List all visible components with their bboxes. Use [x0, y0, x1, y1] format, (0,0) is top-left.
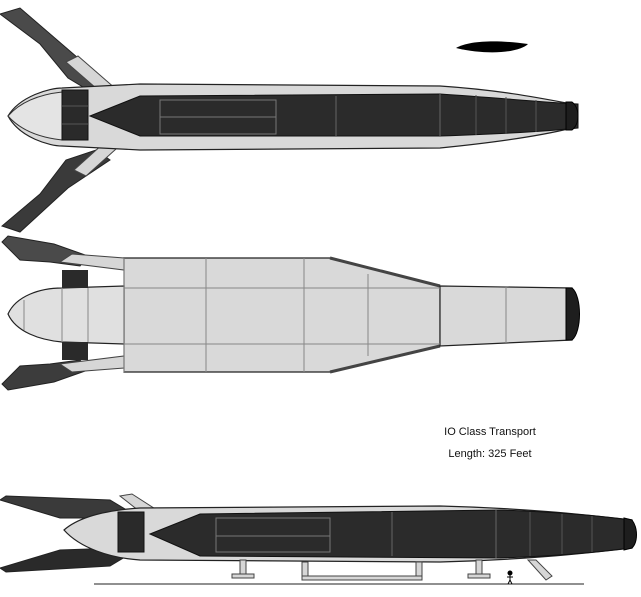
ship-class-title: IO Class Transport [444, 426, 536, 438]
top-view-cockpit-band [61, 89, 89, 141]
landing-gear [231, 559, 553, 581]
side-view-engine-tip [565, 287, 580, 341]
profile-view-engine-tip [623, 517, 637, 551]
shadow-blob [456, 41, 528, 53]
profile-view [0, 493, 637, 585]
side-view-collar [62, 270, 88, 288]
top-view [0, 7, 579, 233]
human-scale-figure [507, 570, 513, 585]
side-view-fin-upper-strut [58, 253, 125, 271]
side-view [1, 235, 580, 391]
profile-view-cockpit-band [117, 511, 145, 553]
profile-view-cargo-section [148, 509, 631, 559]
ship-length-label: Length: 325 Feet [448, 448, 532, 460]
side-view-nose [7, 285, 125, 345]
top-view-engine-tip [565, 101, 579, 131]
top-view-nose [7, 91, 63, 141]
